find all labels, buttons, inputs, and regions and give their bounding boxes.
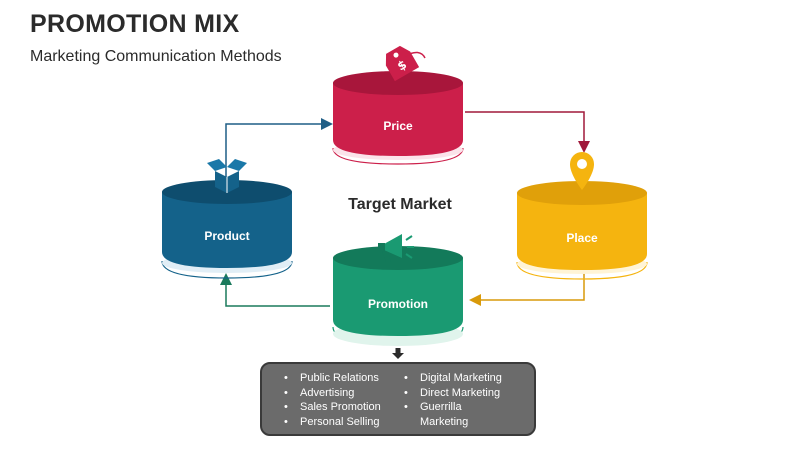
promotion-tools-box: Public Relations Advertising Sales Promo… xyxy=(260,362,536,436)
list-item: Direct Marketing xyxy=(402,386,527,401)
target-market-label: Target Market xyxy=(348,196,452,213)
promotion-tools-column-2: Digital Marketing Direct Marketing Guerr… xyxy=(402,371,527,429)
list-item: Sales Promotion xyxy=(282,400,381,415)
open-box-icon xyxy=(207,159,247,193)
cylinder-price: Price xyxy=(332,71,464,165)
list-item: Public Relations xyxy=(282,371,381,386)
cylinder-label-promotion: Promotion xyxy=(368,297,428,311)
arrow-place-to-promotion xyxy=(469,270,585,306)
arrow-price-to-place xyxy=(465,111,590,153)
list-item: Digital Marketing xyxy=(402,371,527,386)
page-title: PROMOTION MIX xyxy=(30,10,240,38)
arrow-down-icon xyxy=(392,348,404,359)
cylinder-label-place: Place xyxy=(566,231,598,245)
list-item: Guerrilla Marketing xyxy=(402,400,490,429)
arrow-product-to-price xyxy=(225,118,333,180)
promotion-tools-column-1: Public Relations Advertising Sales Promo… xyxy=(282,371,381,429)
cylinder-promotion: Promotion xyxy=(332,246,464,346)
cylinder-product: Product xyxy=(161,180,293,279)
page-subtitle: Marketing Communication Methods xyxy=(30,48,282,65)
arrow-promotion-to-product xyxy=(220,273,330,307)
location-pin-icon xyxy=(570,152,594,197)
cylinder-label-product: Product xyxy=(204,229,249,243)
price-tag-icon: $ xyxy=(385,45,420,82)
list-item: Personal Selling xyxy=(282,415,381,430)
megaphone-icon xyxy=(378,234,414,262)
cylinder-label-price: Price xyxy=(383,119,413,133)
list-item: Advertising xyxy=(282,386,381,401)
